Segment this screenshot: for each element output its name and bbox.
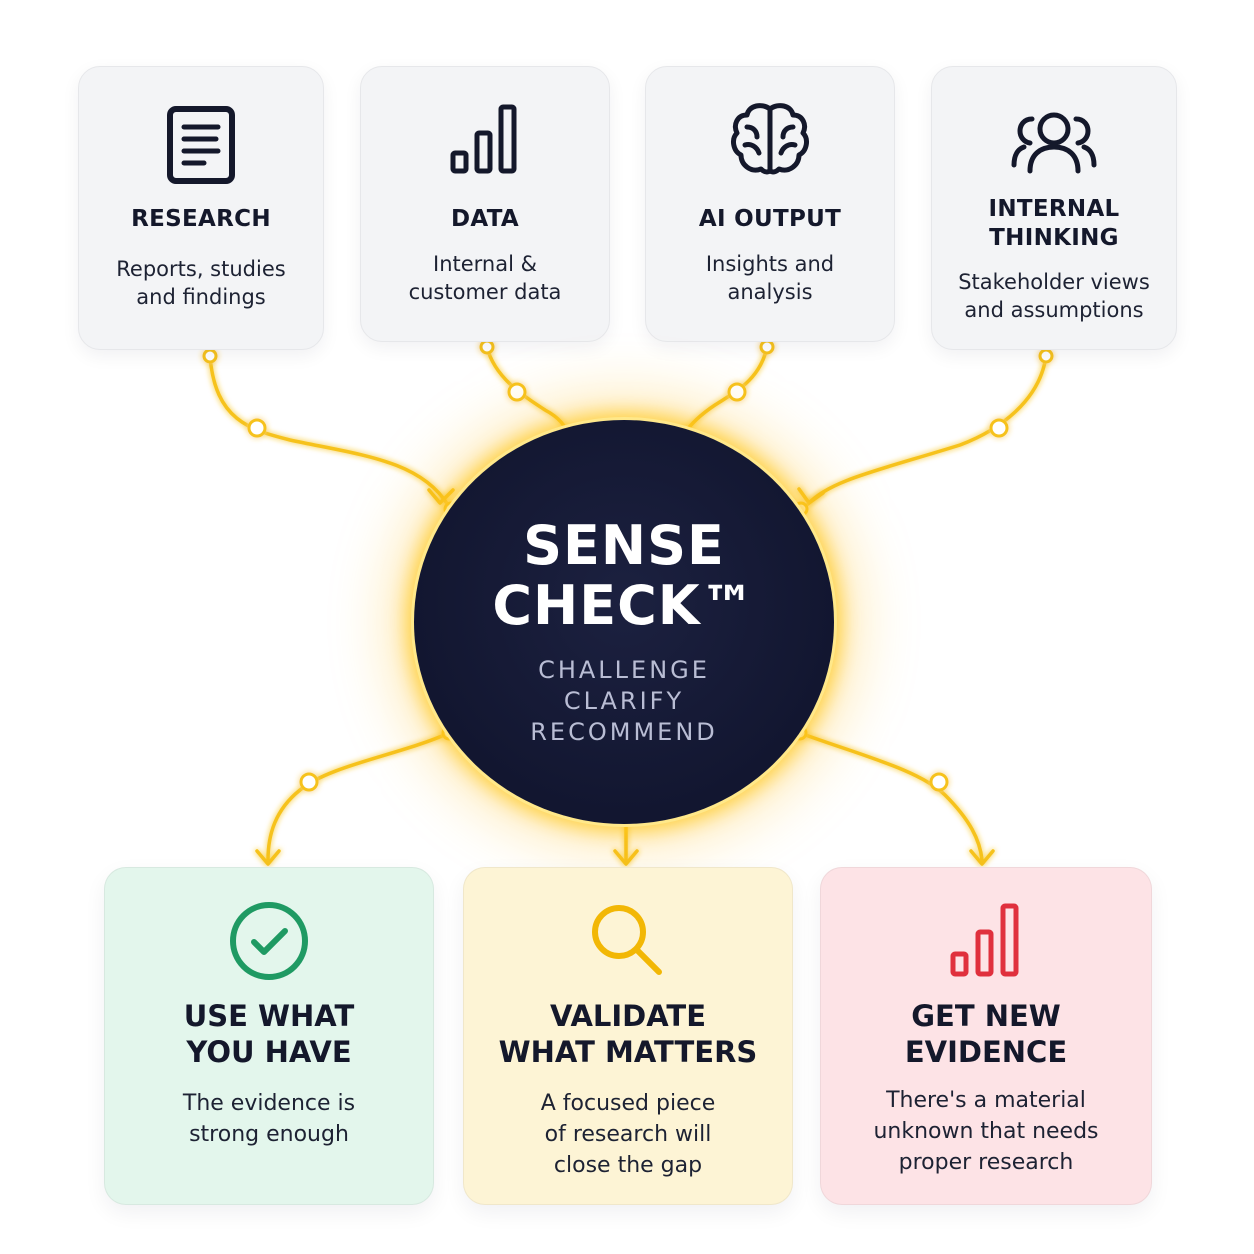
magnifier-icon xyxy=(464,900,792,982)
sense-check-hub: SENSE CHECK™ CHALLENGE CLARIFY RECOMMEND xyxy=(414,420,834,824)
connector-node xyxy=(479,339,495,355)
connector-node xyxy=(507,382,527,402)
input-card-ai-output: AI OUTPUT Insights and analysis xyxy=(645,66,895,342)
people-icon xyxy=(932,109,1176,175)
connector-node xyxy=(202,348,218,364)
card-title: VALIDATE WHAT MATTERS xyxy=(498,999,758,1069)
output-card-use-what-you-have: USE WHAT YOU HAVE The evidence is strong… xyxy=(104,867,434,1205)
arrow-head-validate xyxy=(613,849,639,866)
card-title: AI OUTPUT xyxy=(698,206,842,232)
card-title: DATA xyxy=(450,206,519,232)
connector-node xyxy=(1038,348,1054,364)
card-description: Stakeholder views and assumptions xyxy=(958,270,1150,322)
bar-chart-icon xyxy=(821,902,1151,978)
output-card-get-new-evidence: GET NEW EVIDENCE There's a material unkn… xyxy=(820,867,1152,1205)
card-description: A focused piece of research will close t… xyxy=(540,1091,716,1178)
output-card-validate-what-matters: VALIDATE WHAT MATTERS A focused piece of… xyxy=(463,867,793,1205)
connector-node xyxy=(727,382,747,402)
connector-ai xyxy=(682,345,769,436)
hub-step-clarify: CLARIFY xyxy=(563,687,685,715)
connector-evidence xyxy=(798,731,984,862)
brain-icon xyxy=(646,101,894,177)
card-description: The evidence is strong enough xyxy=(182,1091,356,1147)
card-description: There's a material unknown that needs pr… xyxy=(873,1088,1099,1175)
hub-step-recommend: RECOMMEND xyxy=(530,718,718,746)
card-title: USE WHAT YOU HAVE xyxy=(183,999,355,1069)
connector-node xyxy=(299,772,319,792)
connector-use xyxy=(266,731,451,862)
arrow-head-evidence xyxy=(969,849,995,866)
input-card-internal-thinking: INTERNAL THINKING Stakeholder views and … xyxy=(931,66,1177,350)
card-description: Reports, studies and findings xyxy=(116,257,286,309)
check-circle-icon xyxy=(105,900,433,982)
hub-step-challenge: CHALLENGE xyxy=(538,656,710,684)
bar-chart-icon xyxy=(361,103,609,175)
hub-title-line-2: CHECK™ xyxy=(492,574,756,637)
connector-node xyxy=(929,772,949,792)
card-title: INTERNAL THINKING xyxy=(988,196,1120,251)
card-description: Internal & customer data xyxy=(408,252,562,304)
arrow-head-use xyxy=(255,849,281,866)
arrow-head-research xyxy=(427,488,455,505)
connector-node xyxy=(247,418,267,438)
card-title: RESEARCH xyxy=(131,206,271,232)
hub-title-line-1: SENSE xyxy=(523,514,725,577)
connector-thinking xyxy=(806,354,1048,506)
connector-node xyxy=(989,418,1009,438)
connector-node xyxy=(759,339,775,355)
input-card-data: DATA Internal & customer data xyxy=(360,66,610,342)
connector-research xyxy=(208,354,450,507)
connector-data xyxy=(485,345,570,436)
document-icon xyxy=(79,105,323,185)
input-card-research: RESEARCH Reports, studies and findings xyxy=(78,66,324,350)
card-title: GET NEW EVIDENCE xyxy=(904,999,1068,1069)
card-description: Insights and analysis xyxy=(705,252,835,304)
arrow-head-thinking xyxy=(797,487,825,505)
